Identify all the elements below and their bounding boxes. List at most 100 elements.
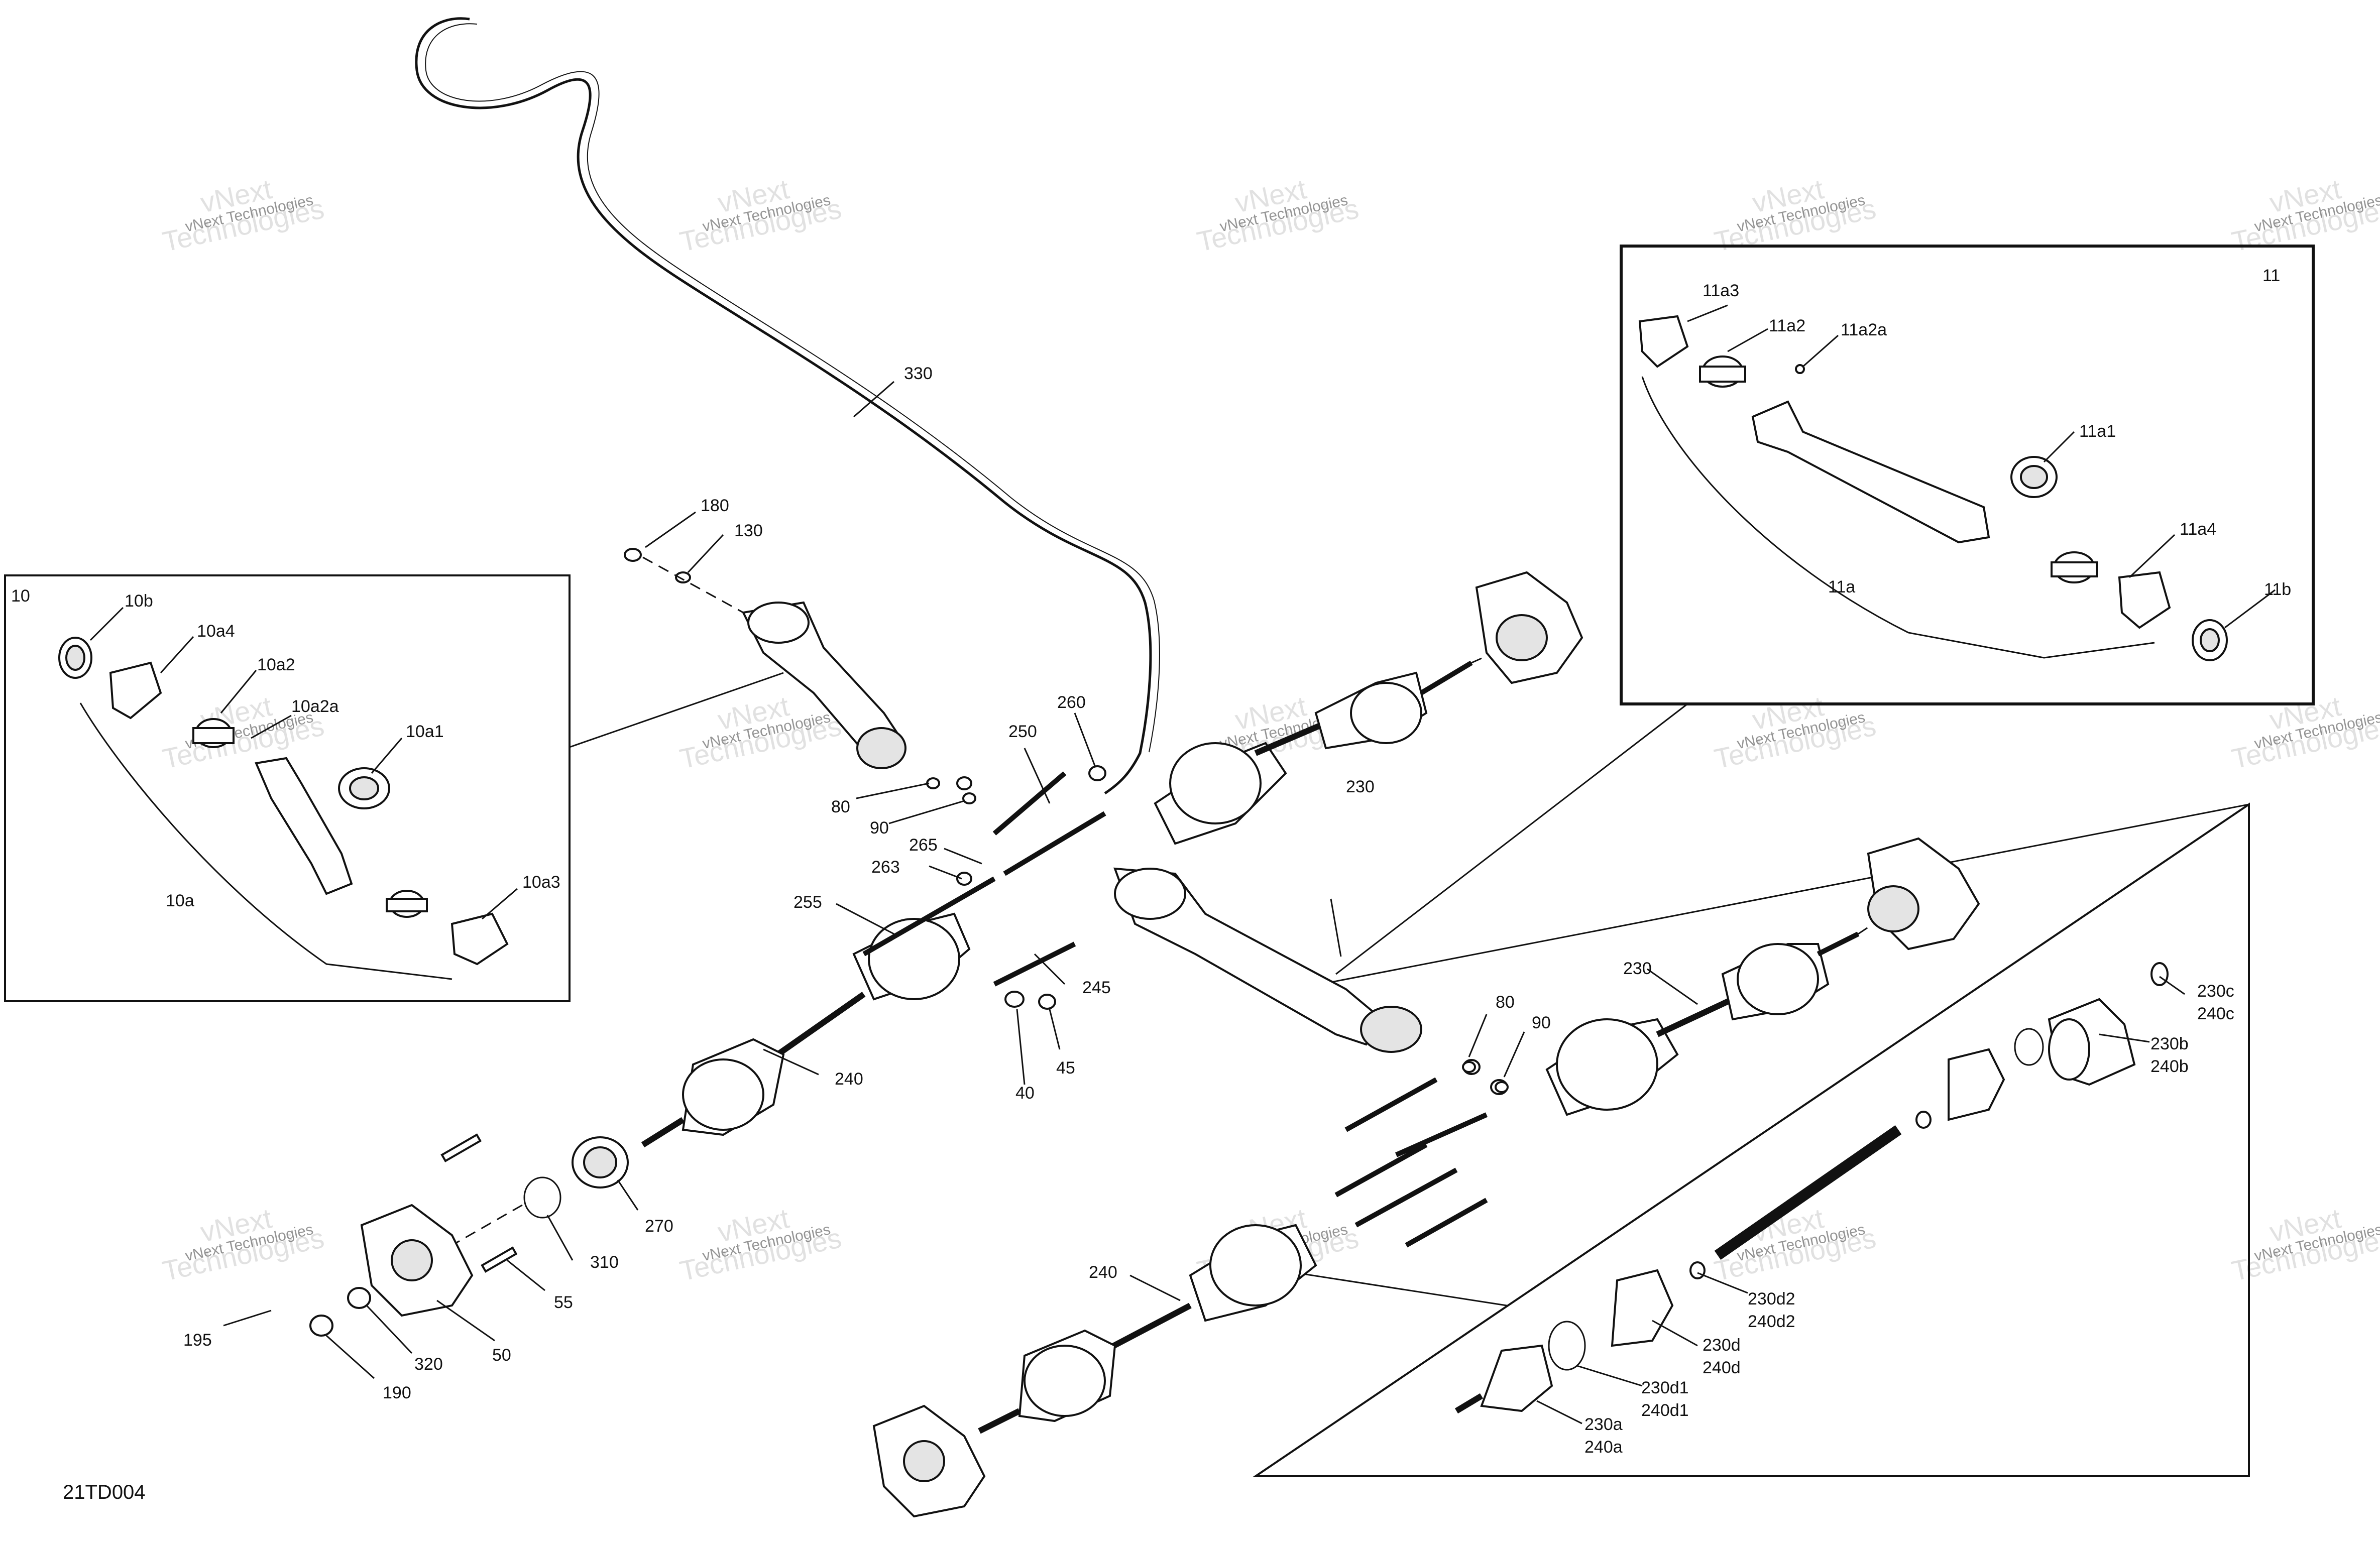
callout-10a2: 10a2	[257, 655, 295, 674]
callout-240a: 240a	[1584, 1438, 1623, 1457]
callout-130: 130	[734, 521, 763, 540]
callout-263: 263	[871, 858, 900, 877]
hub-bottom	[872, 1404, 986, 1518]
callout-180: 180	[701, 496, 729, 515]
callout-80: 80	[831, 797, 850, 816]
hardware-small	[926, 777, 1509, 1093]
callout-11a: 11a	[1828, 577, 1855, 597]
callout-310: 310	[590, 1253, 619, 1272]
ring-310	[523, 1176, 561, 1219]
callout-10a1: 10a1	[406, 722, 444, 741]
callout-90: 90	[870, 818, 889, 838]
callout-265: 265	[909, 836, 938, 855]
callout-90: 90	[1532, 1013, 1551, 1032]
callout-10a3: 10a3	[522, 873, 560, 892]
callout-50: 50	[492, 1346, 511, 1365]
rear-prop-shaft	[1113, 867, 1422, 1053]
callout-11a4: 11a4	[2180, 520, 2216, 539]
callout-10a2a: 10a2a	[291, 697, 339, 716]
callout-11: 11	[2262, 266, 2280, 285]
callout-80: 80	[1496, 993, 1515, 1012]
callout-230d1: 230d1	[1641, 1378, 1689, 1397]
inset-box-11	[1620, 245, 2315, 705]
front-prop-shaft	[624, 548, 906, 769]
callout-10a4: 10a4	[197, 622, 235, 641]
callout-10b: 10b	[125, 591, 153, 611]
callout-255: 255	[794, 893, 822, 912]
axis-left-hub	[451, 1204, 523, 1246]
callout-230d2: 230d2	[1748, 1289, 1795, 1309]
bearing-270	[572, 1136, 629, 1189]
callout-240d2: 240d2	[1748, 1312, 1795, 1331]
inset-11-parts	[1638, 315, 2228, 661]
callout-230b: 230b	[2150, 1034, 2189, 1053]
callout-230c: 230c	[2197, 982, 2234, 1001]
hub-50	[360, 1204, 474, 1317]
cv-exploded	[1454, 962, 2169, 1414]
callout-45: 45	[1056, 1058, 1075, 1078]
callout-240: 240	[835, 1070, 863, 1089]
inset-box-10	[4, 574, 571, 1002]
callout-230d: 230d	[1703, 1336, 1741, 1355]
callout-320: 320	[414, 1355, 443, 1374]
drive-shaft-240-left	[641, 912, 971, 1148]
callout-240d: 240d	[1703, 1358, 1741, 1377]
leader-triangle-2	[1320, 803, 2249, 985]
leader-lines	[89, 304, 2276, 1425]
callout-labels: 330 180 130 10 10b 10a4 10a2 10a2a 10a1 10a 10a3 26…	[11, 266, 2291, 1457]
callout-250: 250	[1008, 722, 1037, 741]
callout-11a2: 11a2	[1769, 316, 1805, 335]
callout-270: 270	[645, 1217, 673, 1236]
callout-11a2a: 11a2a	[1841, 320, 1887, 339]
bolts-middle	[862, 765, 1106, 1010]
inset-10-bracket	[79, 702, 452, 980]
callout-230a: 230a	[1584, 1415, 1623, 1434]
bolt-55b	[440, 1133, 482, 1162]
diagram-code: 21TD004	[63, 1481, 146, 1503]
callout-240d1: 240d1	[1641, 1401, 1689, 1420]
hub-right	[1867, 837, 1980, 951]
callout-11a1: 11a1	[2079, 422, 2116, 441]
callout-240b: 240b	[2150, 1057, 2189, 1076]
cable-330-inner	[425, 23, 1160, 753]
inset-triangle-230-240	[1252, 802, 2250, 1477]
callout-260: 260	[1057, 693, 1086, 712]
leader-inset-10	[569, 672, 784, 748]
callout-230: 230	[1623, 959, 1652, 978]
callout-40: 40	[1015, 1084, 1035, 1103]
hub-upper	[1475, 571, 1583, 684]
bolt-55a	[481, 1246, 518, 1273]
callout-10: 10	[11, 586, 30, 606]
inset-11-bracket	[1641, 376, 2155, 659]
callout-10a: 10a	[166, 891, 194, 910]
callout-330: 330	[904, 364, 933, 383]
leader-inset-11	[1335, 703, 1688, 975]
inset-10-parts	[58, 637, 509, 966]
callout-195: 195	[183, 1331, 212, 1350]
cable-330	[415, 17, 1152, 795]
nut-190	[309, 1315, 333, 1337]
axis-front-prop	[642, 556, 744, 614]
callout-11b: 11b	[2264, 580, 2291, 599]
drive-shaft-230-lower	[1545, 931, 1860, 1116]
bolts-lower-right	[1334, 1059, 1508, 1248]
drive-shaft-240-lower	[978, 1224, 1317, 1434]
callout-230: 230	[1346, 777, 1375, 796]
washer-320	[347, 1287, 371, 1309]
callout-240: 240	[1089, 1263, 1117, 1282]
drive-shaft-230-upper	[1154, 660, 1473, 845]
